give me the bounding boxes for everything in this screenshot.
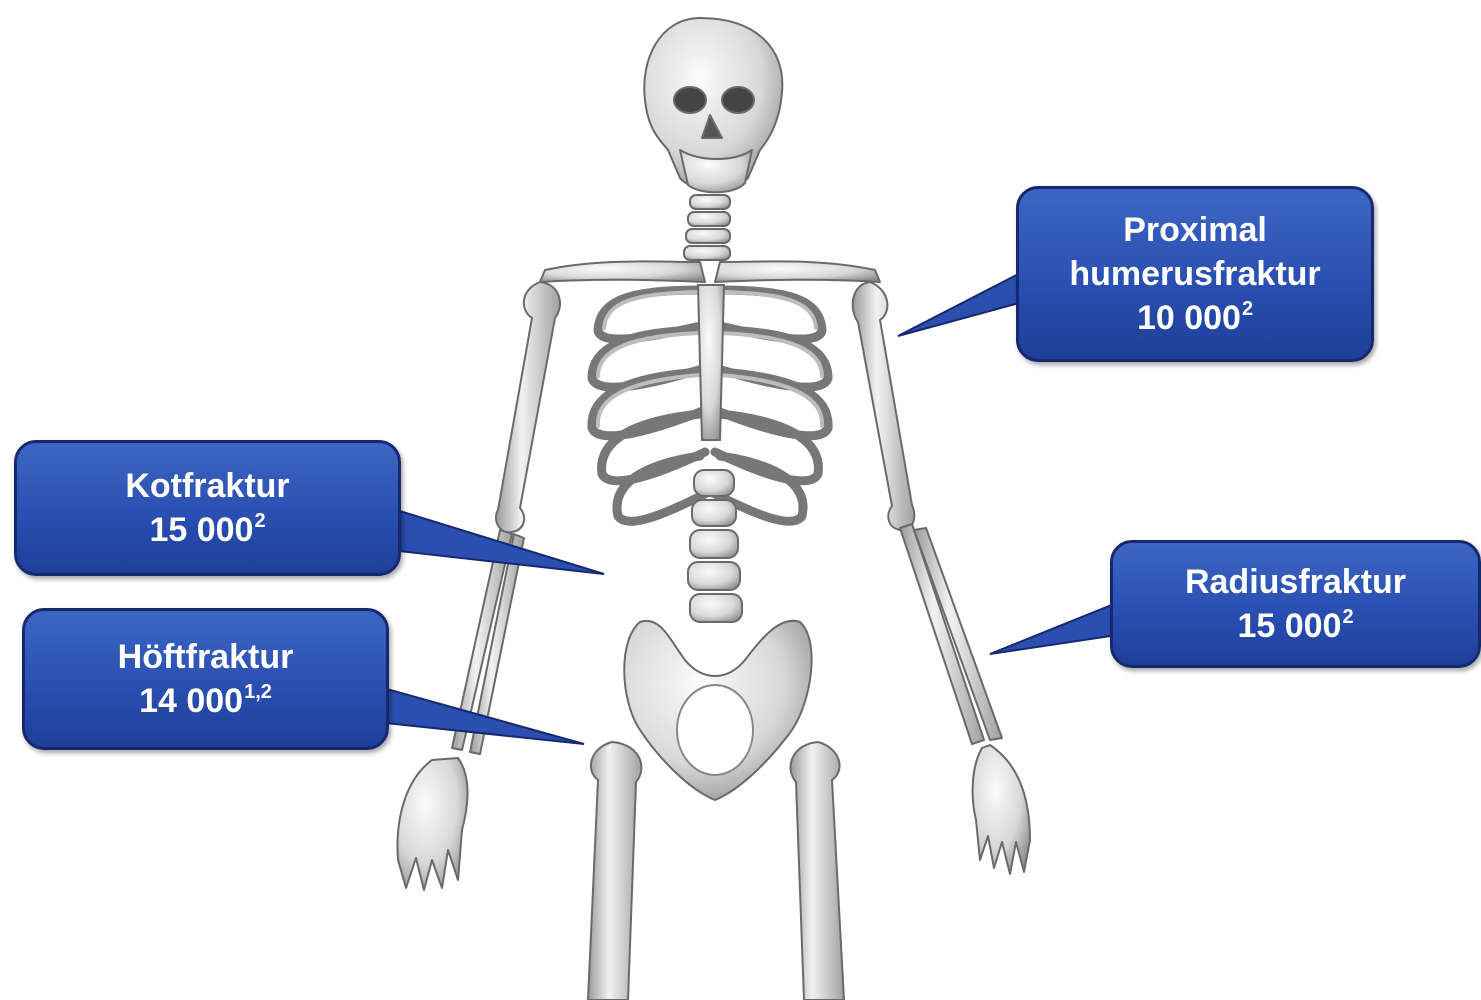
lumbar-vertebra — [690, 594, 742, 622]
callout-hoft-value: 14 000 — [139, 682, 243, 720]
callout-humerus-label-line1: Proximal — [1123, 208, 1267, 252]
callout-hoft-label: Höftfraktur — [118, 635, 294, 679]
clavicle-right — [715, 261, 880, 282]
callout-humerus-value-line: 10 0002 — [1137, 296, 1253, 340]
sternum — [698, 285, 724, 440]
lumbar-vertebra — [690, 530, 738, 558]
callout-pointer-humerus — [898, 268, 1030, 336]
eye-socket-left — [674, 87, 706, 113]
callout-radius-value-line: 15 0002 — [1237, 604, 1353, 648]
humerus-left — [496, 282, 560, 532]
callout-pointer-radius — [990, 600, 1124, 654]
callout-radius-label: Radiusfraktur — [1185, 560, 1406, 604]
callout-hoftfraktur: Höftfraktur 14 0001,2 — [22, 608, 389, 750]
callout-proximal-humerusfraktur: Proximal humerusfraktur 10 0002 — [1016, 186, 1374, 362]
hand-left — [397, 758, 467, 890]
neck-vertebra — [686, 229, 730, 243]
callout-kotfraktur: Kotfraktur 15 0002 — [14, 440, 401, 576]
neck-vertebra — [684, 246, 730, 260]
callout-humerus-value: 10 000 — [1137, 299, 1241, 337]
callout-kot-reference: 2 — [254, 510, 265, 532]
neck-vertebra — [688, 212, 730, 226]
callout-radius-value: 15 000 — [1237, 607, 1341, 645]
clavicle-left — [540, 261, 705, 282]
callout-radius-reference: 2 — [1342, 606, 1353, 628]
hand-right — [973, 745, 1030, 874]
eye-socket-right — [722, 87, 754, 113]
callout-radiusfraktur: Radiusfraktur 15 0002 — [1110, 540, 1481, 668]
callout-kot-label: Kotfraktur — [125, 464, 289, 508]
forearm-right-ulna — [900, 524, 984, 744]
pelvic-opening — [677, 685, 753, 775]
humerus-right — [853, 282, 915, 530]
lumbar-vertebra — [694, 470, 734, 496]
femur-left — [588, 742, 641, 1000]
forearm-right-radius — [914, 528, 1002, 740]
neck-vertebra — [690, 195, 730, 209]
callout-kot-value: 15 000 — [149, 511, 253, 549]
callout-humerus-label-line2: humerusfraktur — [1069, 252, 1320, 296]
lumbar-vertebra — [688, 562, 740, 590]
callout-hoft-reference: 1,2 — [244, 681, 272, 703]
callout-kot-value-line: 15 0002 — [149, 508, 265, 552]
callout-humerus-reference: 2 — [1242, 298, 1253, 320]
femur-right — [791, 742, 844, 1000]
callout-hoft-value-line: 14 0001,2 — [139, 679, 272, 723]
lumbar-vertebra — [692, 500, 736, 526]
